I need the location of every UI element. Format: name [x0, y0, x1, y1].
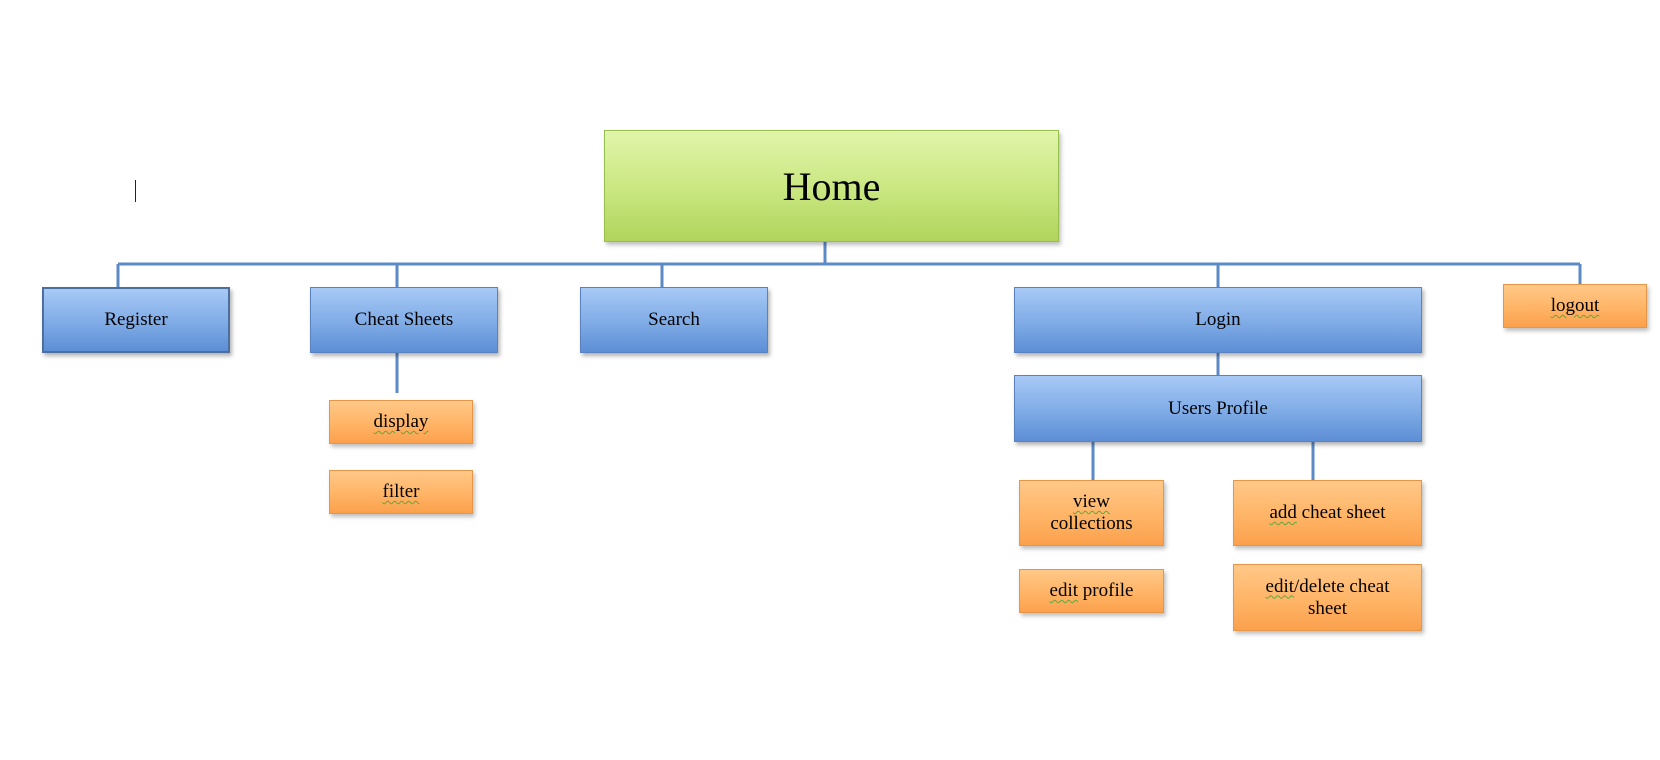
node-edit-delete-word1: edit: [1265, 575, 1295, 597]
node-add-cheat-sheet: add cheat sheet: [1233, 480, 1422, 546]
node-search: Search: [580, 287, 768, 353]
node-register-label: Register: [104, 309, 168, 330]
node-cheat-sheets: Cheat Sheets: [310, 287, 498, 353]
node-filter-label: filter: [382, 481, 420, 503]
node-logout: logout: [1503, 284, 1647, 328]
node-edit-profile-word2: profile: [1078, 580, 1134, 602]
node-filter: filter: [329, 470, 473, 514]
node-add-cheat-sheet-word1: add: [1269, 502, 1297, 524]
node-view-collections-line2: collections: [1050, 513, 1133, 534]
node-cheat-sheets-label: Cheat Sheets: [354, 309, 454, 330]
node-edit-delete-line2: sheet: [1307, 597, 1348, 619]
node-search-label: Search: [648, 309, 700, 330]
text-cursor: [135, 180, 136, 202]
node-home-label: Home: [782, 163, 881, 209]
node-display-label: display: [373, 411, 429, 433]
node-register: Register: [42, 287, 230, 353]
node-login-label: Login: [1195, 309, 1241, 330]
node-users-profile: Users Profile: [1014, 375, 1422, 442]
node-edit-profile-word1: edit: [1049, 580, 1079, 602]
node-view-collections-line1: view: [1073, 491, 1110, 513]
node-edit-profile: edit profile: [1019, 569, 1164, 613]
node-add-cheat-sheet-word2: cheat sheet: [1296, 502, 1386, 524]
node-login: Login: [1014, 287, 1422, 353]
node-home: Home: [604, 130, 1059, 242]
node-edit-delete-cheat-sheet: edit/delete cheat sheet: [1233, 564, 1422, 631]
node-logout-label: logout: [1550, 295, 1600, 317]
node-display: display: [329, 400, 473, 444]
node-edit-delete-word2: /delete cheat: [1294, 575, 1390, 597]
node-users-profile-label: Users Profile: [1168, 397, 1268, 419]
node-view-collections: view collections: [1019, 480, 1164, 546]
